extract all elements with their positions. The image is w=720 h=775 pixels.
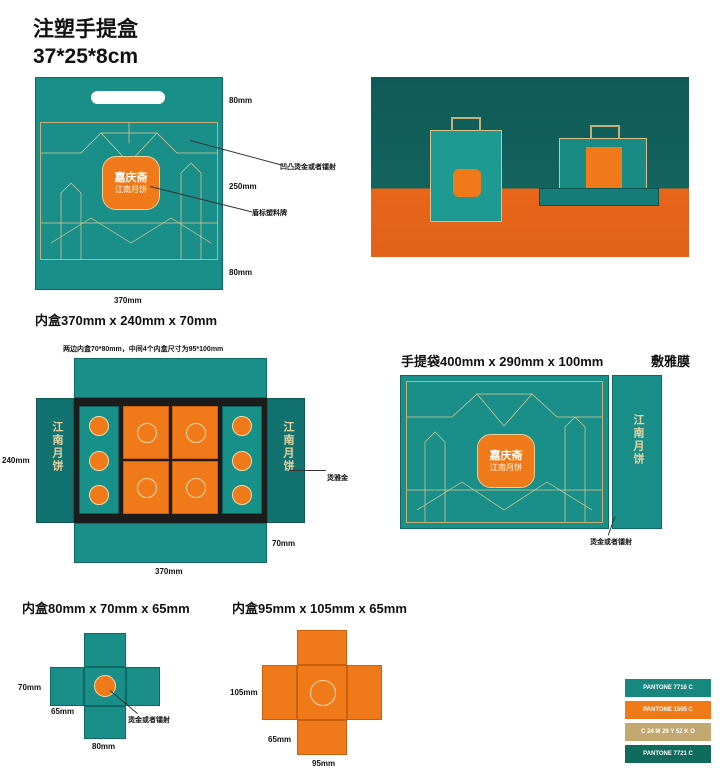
tray-left-column [79,406,119,514]
tray-badge [89,416,109,436]
bag-front-panel: 嘉庆斋 江南月饼 [35,77,223,290]
page-title: 注塑手提盒 [33,18,138,41]
sb1-left-flap [50,667,84,706]
tray-cell-emblem [186,478,206,498]
sb1-center [84,667,126,706]
inner-side-right-text: 江南月饼 [282,421,294,473]
handbag-logo-badge: 嘉庆斋 江南月饼 [477,434,535,488]
inner-box-note: 两边内盒70*80mm，中间4个内盒尺寸为95*100mm [63,346,224,353]
inner-side-left: 江南月饼 [36,398,74,523]
sb2-dim-depth: 65mm [268,735,292,744]
swatch-1-label: PANTONE 7716 C [643,685,693,691]
leader-gold [290,470,326,471]
handbag-callout: 烫金或者镭射 [590,539,632,546]
sb1-callout: 烫金或者镭射 [128,717,170,724]
handbag-badge-sub: 江南月饼 [490,462,522,472]
swatch-2-label: PANTONE 1505 C [643,707,693,713]
sb2-dim-bottom: 95mm [312,759,336,768]
sb1-dim-bottom: 80mm [92,742,116,751]
bag-logo-badge: 嘉庆斋 江南月饼 [102,156,160,210]
handbag-heading: 手提袋400mm x 290mm x 100mm [401,354,604,369]
sb1-right-flap [126,667,160,706]
callout-label: 盾标塑料牌 [252,210,287,217]
sb2-top-flap [297,630,347,665]
bag-handle-cutout [91,91,165,104]
swatch-4: PANTONE 7721 C [625,745,711,763]
bag-line-art [41,123,217,259]
dim-mid: 250mm [229,182,257,191]
tray-cell [123,461,169,514]
dim-width: 370mm [114,296,142,305]
swatch-3: C 24 M 29 Y 52 K O [625,723,711,741]
photo-bag [430,117,502,222]
tray-badge [89,451,109,471]
sb2-center [297,665,347,720]
inner-dim-width: 370mm [155,567,183,576]
sb1-bottom-flap [84,706,126,739]
handbag-badge-brand: 嘉庆斋 [489,449,523,462]
callout-gold: 烫雅金 [327,475,348,482]
inner-dim-depth: 70mm [272,539,296,548]
sb1-dim-depth: 65mm [51,707,75,716]
callout-emboss: 凹凸烫金或者镭射 [280,164,336,171]
handbag-side-text: 江南月饼 [632,414,644,466]
swatch-2: PANTONE 1505 C [625,701,711,719]
tray-badge [89,485,109,505]
tray-cell-emblem [186,423,206,443]
handbag-gusset: 江南月饼 [612,375,662,529]
bag-art-frame [40,122,218,260]
tray-cell [123,406,169,459]
swatch-4-label: PANTONE 7721 C [643,751,693,757]
inner-lid-bottom [74,523,267,563]
handbag-art-frame [406,381,603,523]
sb2-right-flap [347,665,382,720]
tray-right-column [222,406,262,514]
sb2-emblem [310,680,336,706]
badge-brand: 嘉庆斋 [114,171,148,184]
tray-cell-emblem [137,423,157,443]
inner-box-heading: 内盒370mm x 240mm x 70mm [35,313,218,328]
page-subtitle: 37*25*8cm [33,45,139,68]
sb1-top-flap [84,633,126,667]
tray-cell-emblem [137,478,157,498]
sb2-dim-left: 105mm [230,688,258,697]
handbag-finish: 敷雅膜 [651,354,691,369]
swatch-3-label: C 24 M 29 Y 52 K O [641,729,695,735]
sb2-bottom-flap [297,720,347,755]
photo-tray [539,188,659,206]
tray-badge [232,485,252,505]
inner-dim-height: 240mm [2,456,30,465]
small-box-2-heading: 内盒95mm x 105mm x 65mm [232,601,407,616]
sb1-dim-left: 70mm [18,683,42,692]
dim-top: 80mm [229,96,253,105]
tray-cell [172,461,218,514]
photo-box-handle [590,125,620,139]
product-photo [371,77,689,257]
inner-side-right: 江南月饼 [267,398,305,523]
handbag-line-art [407,393,602,522]
badge-sub: 江南月饼 [115,184,147,194]
photo-bag-handle [451,117,481,131]
inner-side-left-text: 江南月饼 [51,421,63,473]
handbag-front: 嘉庆斋 江南月饼 [400,375,609,529]
sb2-left-flap [262,665,297,720]
tray-badge [232,416,252,436]
dim-bottom: 80mm [229,268,253,277]
small-box-1-heading: 内盒80mm x 70mm x 65mm [22,601,190,616]
inner-lid-top [74,358,267,398]
inner-tray [74,398,267,523]
swatch-1: PANTONE 7716 C [625,679,711,697]
photo-bag-badge [453,169,481,197]
tray-badge [232,451,252,471]
tray-cell [172,406,218,459]
